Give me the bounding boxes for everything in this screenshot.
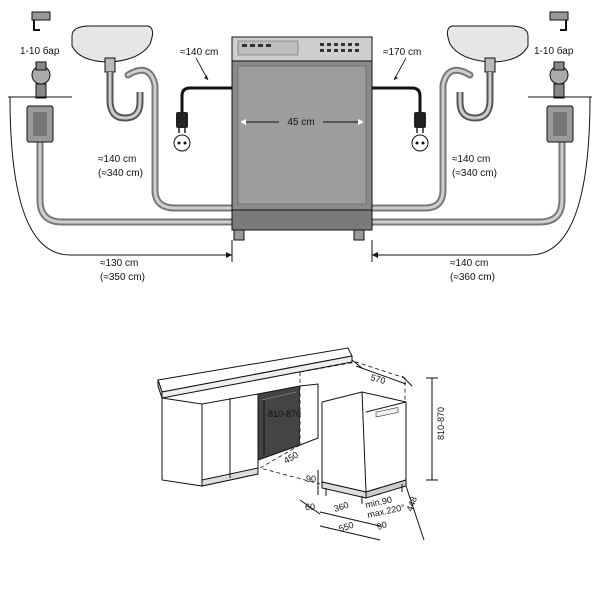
countertop xyxy=(157,347,353,393)
dim-570: 570 xyxy=(369,372,386,386)
drain-length-left: ≈140 cm xyxy=(98,154,136,165)
dim-height-range: 810-870 xyxy=(436,407,446,440)
sink-left-icon xyxy=(71,25,154,122)
drain-length-left-alt: (≈340 cm) xyxy=(98,168,143,179)
pressure-label-left: 1-10 бар xyxy=(20,45,60,57)
cord-length-right: ≈170 cm xyxy=(383,47,421,58)
tap-right-icon xyxy=(546,11,574,143)
dim-360: 360 xyxy=(333,500,350,514)
dim-450: 450 xyxy=(282,450,300,466)
pressure-label-right: 1-10 бар xyxy=(534,45,574,57)
dim-plinth-90: 90 xyxy=(306,474,316,484)
top-connection-diagram: 45 cm 1-10 бар 1-10 бар ≈140 cm ≈170 cm … xyxy=(8,11,592,283)
dim-opening-height: 810-870 xyxy=(268,409,301,419)
dim-90: 90 xyxy=(376,519,389,532)
sink-right-icon xyxy=(446,25,529,122)
installation-niche xyxy=(257,383,319,461)
width-label: 45 cm xyxy=(287,117,314,128)
inlet-length-right: ≈140 cm xyxy=(450,258,488,269)
kitchen-cabinet xyxy=(161,393,259,487)
cord-length-left: ≈140 cm xyxy=(180,47,218,58)
inlet-length-right-alt: (≈360 cm) xyxy=(450,272,495,283)
power-cord-right xyxy=(372,86,422,115)
built-in-dishwasher xyxy=(321,391,407,504)
inlet-length-left: ≈130 cm xyxy=(100,258,138,269)
power-cord-left xyxy=(180,86,232,115)
drain-length-right-alt: (≈340 cm) xyxy=(452,168,497,179)
plug-left-icon xyxy=(173,112,191,152)
drain-length-right: ≈140 cm xyxy=(452,154,490,165)
control-panel-buttons xyxy=(242,43,359,52)
bottom-installation-diagram: 570 810-870 810-870 450 90 60 360 550 90… xyxy=(157,347,446,541)
dishwasher xyxy=(231,36,373,241)
inlet-length-left-alt: (≈350 cm) xyxy=(100,272,145,283)
plug-right-icon xyxy=(411,112,429,152)
tap-left-icon xyxy=(26,11,54,143)
dim-550: 550 xyxy=(338,520,355,534)
